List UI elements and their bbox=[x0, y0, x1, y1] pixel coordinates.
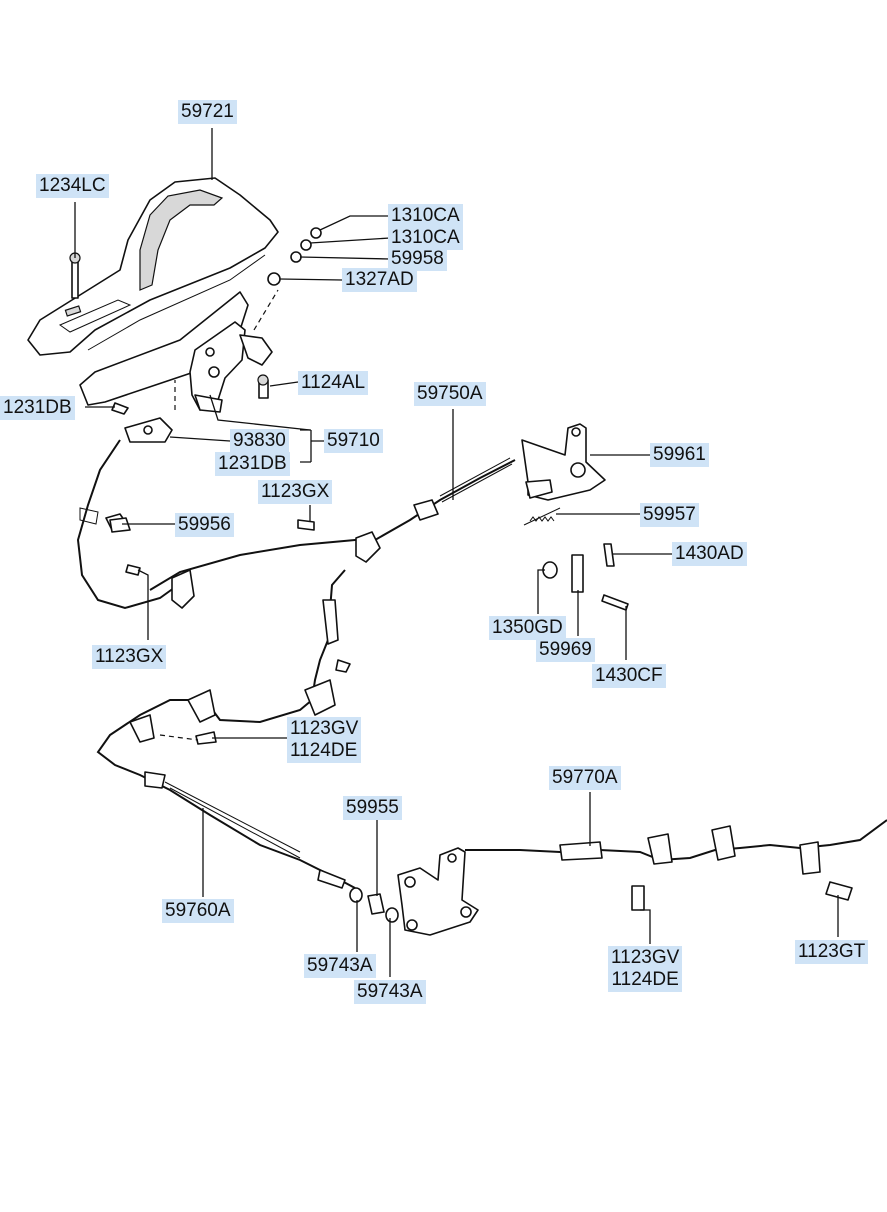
part-label-1231db-left: 1231DB bbox=[0, 396, 75, 420]
part-label-59961: 59961 bbox=[650, 443, 709, 467]
part-label-1310ca-lower: 1310CA bbox=[388, 226, 463, 250]
right-cable-part bbox=[465, 819, 887, 911]
part-label-1327ad: 1327AD bbox=[342, 268, 417, 292]
part-label-1310ca-upper: 1310CA bbox=[388, 204, 463, 228]
part-label-1124al: 1124AL bbox=[298, 371, 369, 395]
part-label-1123gt: 1123GT bbox=[795, 940, 869, 964]
part-label-59721: 59721 bbox=[178, 100, 237, 124]
part-label-1123gv: 1123GV bbox=[290, 718, 359, 739]
part-label-1430cf: 1430CF bbox=[592, 664, 666, 688]
part-label-59955: 59955 bbox=[343, 796, 402, 820]
part-label-93830: 93830 bbox=[230, 429, 289, 453]
part-label-1123gx-lower: 1123GX bbox=[92, 645, 167, 669]
console-cover-part bbox=[27, 177, 279, 356]
part-label-1124de: 1124DE bbox=[290, 740, 358, 761]
part-label-59770a: 59770A bbox=[549, 766, 621, 790]
part-label-1123gv: 1123GV bbox=[611, 947, 680, 968]
part-label-59956: 59956 bbox=[175, 513, 234, 537]
part-label-1350gd: 1350GD bbox=[489, 616, 566, 640]
part-label-59969: 59969 bbox=[536, 638, 595, 662]
part-label-59750a: 59750A bbox=[414, 382, 486, 406]
part-label-59760a: 59760A bbox=[162, 899, 234, 923]
part-label-1124de: 1124DE bbox=[611, 969, 679, 990]
part-label-59710: 59710 bbox=[324, 429, 383, 453]
part-label-1123gx-upper: 1123GX bbox=[258, 480, 333, 504]
part-label-59743a-left: 59743A bbox=[304, 954, 376, 978]
part-label-1231db-center: 1231DB bbox=[215, 452, 290, 476]
leader-lines bbox=[74, 128, 839, 977]
part-label-1123gv-1124de-center: 1123GV 1124DE bbox=[287, 717, 362, 763]
equalizer-part bbox=[124, 417, 173, 443]
part-label-59743a-right: 59743A bbox=[354, 980, 426, 1004]
part-label-1123gv-1124de-right: 1123GV 1124DE bbox=[608, 946, 683, 992]
part-label-59958: 59958 bbox=[388, 247, 447, 271]
part-label-1430ad: 1430AD bbox=[672, 542, 747, 566]
rear-bracket-part bbox=[521, 423, 629, 611]
part-label-59957: 59957 bbox=[640, 503, 699, 527]
main-cable-part bbox=[109, 457, 516, 609]
part-label-1234lc: 1234LC bbox=[36, 174, 109, 198]
center-cable-part bbox=[96, 569, 356, 889]
parking-brake-lever-part bbox=[79, 289, 279, 413]
lower-bracket-part bbox=[349, 847, 479, 936]
